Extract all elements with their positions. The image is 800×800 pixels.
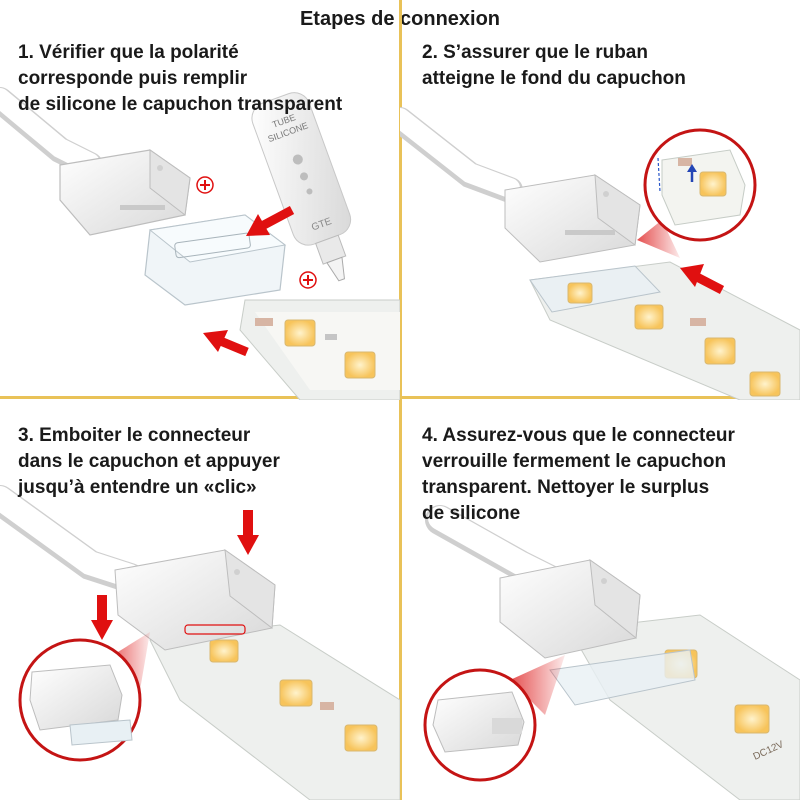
red-arrow-icon: [680, 264, 725, 294]
step-4-line-3: transparent. Nettoyer le surplus: [422, 477, 710, 498]
connector-head: [504, 174, 641, 263]
zoom-bubble: [18, 638, 142, 762]
step-3-line-2: dans le capuchon et appuyer: [18, 451, 280, 472]
zoom-bubble: [643, 128, 757, 242]
connector-head: [499, 558, 696, 706]
step-2-line-1: 2. S’assurer que le ruban: [422, 42, 648, 63]
step-1-line-1: 1. Vérifier que la polarité: [18, 42, 239, 63]
horizontal-divider: [0, 396, 800, 399]
step-1-panel: TUBE SILICONE GTE: [0, 0, 400, 400]
step-4-line-4: de silicone: [422, 503, 521, 524]
plus-circle-icon: [196, 176, 214, 194]
step-2-illustration: [400, 107, 800, 400]
led-strip: [529, 261, 800, 400]
step-2-panel: 2. S’assurer que le ruban atteigne le fo…: [400, 0, 800, 400]
vertical-divider: [399, 0, 402, 800]
step-1-illustration: TUBE SILICONE GTE: [0, 87, 400, 400]
red-arrow-icon: [203, 330, 249, 357]
step-3-illustration: [0, 485, 400, 800]
red-arrow-icon: [246, 206, 295, 236]
step-1-line-3: de silicone le capuchon transparent: [18, 94, 343, 115]
step-4-illustration: DC12V: [423, 505, 800, 800]
silicone-tube: TUBE SILICONE GTE: [251, 92, 352, 282]
step-4-panel: DC12V 4. Assurez-vous que le connecteur …: [400, 400, 800, 800]
step-4-instruction: 4. Assurez-vous que le connecteur verrou…: [422, 423, 735, 527]
step-3-line-3: jusqu’à entendre un «clic»: [18, 477, 257, 498]
step-3-instruction: 3. Emboiter le connecteur dans le capuch…: [18, 423, 280, 501]
step-2-instruction: 2. S’assurer que le ruban atteigne le fo…: [422, 40, 686, 92]
zoom-cone: [510, 655, 565, 715]
zoom-cone: [637, 220, 680, 258]
connector-head: [59, 149, 191, 236]
led-strip: [149, 624, 400, 800]
step-4-line-2: verrouille fermement le capuchon: [422, 451, 727, 472]
step-1-line-2: corresponde puis remplir: [18, 68, 248, 89]
step-2-line-2: atteigne le fond du capuchon: [422, 68, 686, 89]
connector-head: [114, 548, 276, 651]
step-4-line-1: 4. Assurez-vous que le connecteur: [422, 425, 735, 446]
step-3-line-1: 3. Emboiter le connecteur: [18, 425, 251, 446]
red-arrow-icon: [237, 510, 259, 555]
step-3-panel: 3. Emboiter le connecteur dans le capuch…: [0, 400, 400, 800]
plus-circle-icon: [299, 271, 317, 289]
red-arrow-icon: [91, 595, 113, 640]
step-1-instruction: 1. Vérifier que la polarité corresponde …: [18, 40, 342, 118]
zoom-bubble: [423, 668, 537, 782]
led-strip: [239, 299, 400, 400]
